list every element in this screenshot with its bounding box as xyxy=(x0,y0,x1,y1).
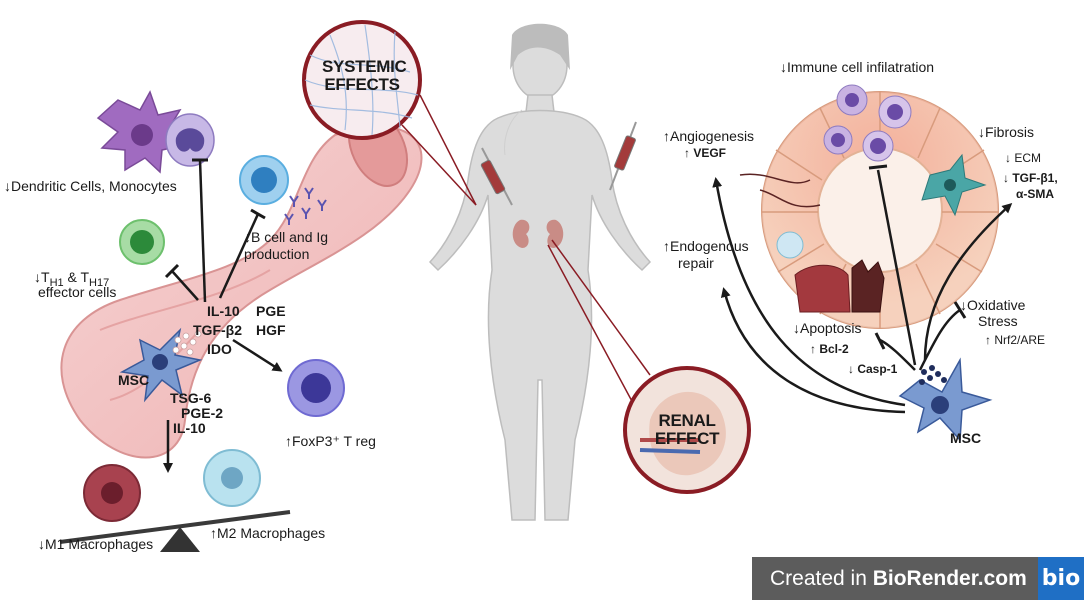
factor-il10-2: IL-10 xyxy=(173,420,206,436)
msc-left-label: MSC xyxy=(118,372,150,388)
biorender-footer[interactable]: Created in BioRender.com bio xyxy=(752,557,1084,600)
factor-hgf: HGF xyxy=(256,322,286,338)
immune-cells-in-tubule xyxy=(823,84,912,162)
apoptotic-cell-icon xyxy=(851,259,885,313)
nrf2-label: ↑ Nrf2/ARE xyxy=(985,333,1046,347)
tgf-label-line1: ↓ TGF-β1, xyxy=(1003,171,1058,185)
necrotic-cell-icon xyxy=(794,264,851,313)
systemic-zoom-circle xyxy=(302,20,422,140)
footer-text: Created in BioRender.com xyxy=(770,567,1027,590)
factor-pge: PGE xyxy=(256,303,286,319)
antibody-icons xyxy=(284,187,327,225)
endogenous-label-line2: repair xyxy=(678,255,714,271)
immune-infiltration-label: ↓Immune cell infilatration xyxy=(780,59,935,75)
ecm-label: ↓ ECM xyxy=(1005,151,1041,165)
fibrosis-label: ↓Fibrosis xyxy=(978,124,1035,140)
syringe-left-icon xyxy=(480,147,513,206)
dendritic-label: ↓Dendritic Cells, Monocytes xyxy=(4,178,177,194)
human-body-icon xyxy=(428,30,652,521)
bcell-label-line2: production xyxy=(244,246,310,262)
body-kidney-right xyxy=(546,219,564,248)
oxidative-label-line2: Stress xyxy=(978,313,1018,329)
factor-pge2: PGE-2 xyxy=(181,405,224,421)
m2-label: ↑M2 Macrophages xyxy=(210,525,326,541)
body-kidney-left xyxy=(512,219,530,248)
th-label-line1: ↓TH1 & TH17 xyxy=(34,269,110,289)
balance-fulcrum xyxy=(160,527,200,552)
biorender-logo-icon: bio xyxy=(1038,557,1084,600)
factor-tsg6: TSG-6 xyxy=(170,390,212,406)
vesicles xyxy=(172,330,202,356)
factor-tgfb2: TGF-β2 xyxy=(193,322,242,338)
casp1-label: ↓ Casp-1 xyxy=(848,362,898,376)
endogenous-label-line1: ↑Endogenous xyxy=(663,238,749,254)
syringe-right-icon xyxy=(609,121,637,191)
msc-right-label: MSC xyxy=(950,430,982,446)
angiogenesis-label: ↑Angiogenesis xyxy=(663,128,755,144)
treg-label: ↑FoxP3⁺ T reg xyxy=(285,433,376,449)
bcell-label-line1: ↓B cell and Ig xyxy=(244,229,329,245)
m1-label: ↓M1 Macrophages xyxy=(38,536,154,552)
oxidative-label-line1: ↓Oxidative xyxy=(960,297,1026,313)
factor-ido: IDO xyxy=(207,341,232,357)
apoptosis-label: ↓Apoptosis xyxy=(793,320,862,336)
tgf-label-line2: α-SMA xyxy=(1016,187,1055,201)
th-label-line2: effector cells xyxy=(38,284,117,300)
factor-il10: IL-10 xyxy=(207,303,240,319)
vegf-label: ↑ VEGF xyxy=(684,146,727,160)
bcl2-label: ↑ Bcl-2 xyxy=(810,342,849,356)
balance-beam xyxy=(59,510,291,544)
tubule-small-cell xyxy=(776,231,804,259)
